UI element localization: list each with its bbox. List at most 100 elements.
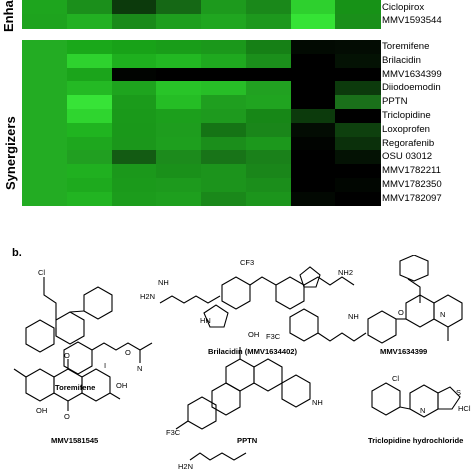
heatmap-cell: [156, 164, 202, 179]
heatmap-cell: [111, 81, 157, 96]
brilacidin-structure: [159, 266, 367, 342]
heatmap-cell: [22, 81, 68, 96]
heatmap-enhancers: [22, 0, 381, 29]
heatmap-cell: [290, 164, 336, 179]
group-label-synergizers: Synergizers: [3, 116, 18, 190]
mmv1581545-o-label-2: O: [64, 412, 70, 421]
heatmap-cell: [201, 95, 247, 110]
heatmap-cell: [66, 109, 112, 124]
heatmap-cell: [201, 164, 247, 179]
heatmap-synergizers: [22, 40, 381, 207]
heatmap-cell: [290, 0, 336, 15]
heatmap-cell: [156, 109, 202, 124]
triclopidine-n-label: N: [420, 406, 425, 415]
heatmap-cell: [335, 67, 381, 82]
row-label: Regorafenib: [382, 137, 435, 149]
pptn-structure: [175, 347, 311, 430]
heatmap-cell: [66, 0, 112, 15]
heatmap-cell: [22, 67, 68, 82]
heatmap-cell: [290, 150, 336, 165]
heatmap-cell: [22, 122, 68, 138]
heatmap-cell: [290, 81, 336, 96]
heatmap-cell: [245, 109, 291, 124]
heatmap-cell: [290, 136, 336, 151]
heatmap-cell: [290, 14, 336, 29]
toremifene-structure: [25, 277, 153, 375]
heatmap-cell: [22, 191, 68, 207]
heatmap-cell: [156, 95, 202, 110]
toremifene-o-label: O: [125, 348, 131, 357]
heatmap-cell: [66, 67, 112, 82]
row-label: Brilacidin: [382, 54, 421, 66]
heatmap-cell: [22, 164, 68, 179]
heatmap-cell: [335, 150, 381, 165]
heatmap-cell: [66, 81, 112, 96]
heatmap-cell: [335, 191, 381, 207]
heatmap-cell: [245, 164, 291, 179]
brilacidin-nh2-label: NH2: [338, 268, 353, 277]
heatmap-cell: [22, 14, 68, 29]
brilacidin-hn-label: HN: [200, 316, 211, 325]
row-label: Triclopidine: [382, 110, 431, 121]
row-label-ciclopirox: Ciclopirox: [382, 2, 425, 13]
heatmap-cell: [22, 0, 68, 15]
heatmap-cell: [156, 150, 202, 165]
heatmap-cell: [22, 136, 68, 151]
brilacidin-nh-label-2: NH: [348, 312, 359, 321]
heatmap-cell: [290, 67, 336, 82]
compound-name-brilacidin: Brilacidin (MMV1634402): [208, 347, 298, 356]
pptn-f3c-label: F3C: [166, 428, 181, 437]
heatmap-cell: [111, 0, 157, 15]
heatmap-cell: [201, 14, 247, 29]
row-label: MMV1782097: [382, 192, 442, 204]
heatmap-cell: [245, 178, 291, 193]
heatmap-cell: [111, 136, 157, 151]
mmv1634399-n-label: N: [440, 310, 445, 319]
row-label: MMV1782211: [382, 165, 442, 177]
heatmap-cell: [66, 150, 112, 165]
heatmap-cell: [66, 164, 112, 179]
heatmap-cell: [156, 14, 202, 29]
compound-name-toremifene: Toremifene: [55, 383, 96, 392]
triclopidine-s-label: S: [456, 388, 461, 397]
pptn-oh-label: OH: [248, 330, 259, 339]
heatmap-cell: [111, 95, 157, 110]
heatmap-cell: [156, 178, 202, 193]
compound-name-triclopidine: Triclopidine hydrochloride: [368, 436, 464, 445]
row-label: OSU 03012: [382, 151, 433, 163]
heatmap-cell: [22, 178, 68, 193]
heatmap-cell: [66, 178, 112, 193]
compound-name-mmv1634399: MMV1634399: [380, 347, 428, 356]
triclopidine-cl-label: Cl: [392, 374, 399, 383]
heatmap-cell: [335, 81, 381, 96]
heatmap-cell: [22, 109, 68, 124]
heatmap-cell: [335, 0, 381, 15]
heatmap-cell: [245, 191, 291, 207]
heatmap-cell: [245, 150, 291, 165]
bottom-h2n-label: H2N: [178, 462, 193, 471]
heatmap-cell: [201, 122, 247, 138]
heatmap-cell: [156, 53, 202, 69]
heatmap-cell: [335, 136, 381, 151]
heatmap-cell: [22, 150, 68, 165]
heatmap-cell: [201, 53, 247, 69]
heatmap-cell: [66, 40, 112, 55]
heatmap-cell: [201, 40, 247, 55]
heatmap-cell: [245, 81, 291, 96]
mmv1581545-o-label: O: [64, 351, 70, 360]
panel-b-label: b.: [12, 247, 22, 259]
mmv1634399-structure: [367, 255, 463, 344]
brilacidin-nh-label: NH: [158, 278, 169, 287]
heatmap-cell: [111, 178, 157, 193]
brilacidin-h2n-label: H2N: [140, 292, 155, 301]
mmv1581545-structure: [13, 359, 121, 411]
heatmap-cell: [22, 95, 68, 110]
heatmap-cell: [335, 122, 381, 138]
heatmap-cell: [290, 40, 336, 55]
mmv1581545-oh-label-2: OH: [36, 406, 47, 415]
heatmap-cell: [245, 0, 291, 15]
heatmap-cell: [156, 136, 202, 151]
group-label-enhancers: Enha: [1, 0, 16, 32]
row-label-mmv1593544: MMV1593544: [382, 15, 442, 26]
heatmap-cell: [245, 40, 291, 55]
